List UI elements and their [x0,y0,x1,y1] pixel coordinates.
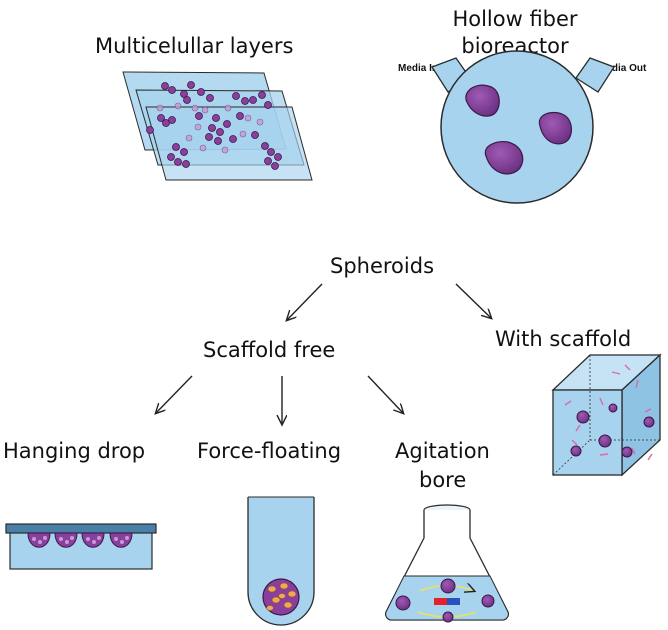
with-scaffold-label: With scaffold [495,327,632,351]
agitation-label-line1: Agitation [395,439,490,463]
hanging-drop-illustration [5,523,157,570]
arrow-spheroids-to-with-scaffold [455,283,491,318]
hollow-fiber-label-line1: Hollow fiber [452,7,578,31]
arrow-spheroids-to-scaffold-free [287,283,323,320]
arrow-to-hanging-drop [156,375,193,413]
arrows [156,283,491,424]
agitation-label-line2: bore [419,468,467,492]
spheroids-label: Spheroids [330,254,435,278]
force-floating-label: Force-floating [197,439,342,463]
agitation-flask-illustration [385,504,509,623]
media-out-label: Media Out [598,63,647,74]
arrow-to-agitation [367,375,403,413]
multicellular-layers-illustration [122,71,313,181]
scaffold-free-label: Scaffold free [203,338,336,362]
multicellular-layers-label: Multicelullar layers [95,34,294,58]
force-floating-tube-illustration [247,496,315,626]
scaffold-cube-illustration [551,353,662,477]
media-in-label: Media In [398,63,439,74]
hanging-drop-label: Hanging drop [3,439,146,463]
hollow-fiber-bioreactor-illustration [431,50,615,204]
